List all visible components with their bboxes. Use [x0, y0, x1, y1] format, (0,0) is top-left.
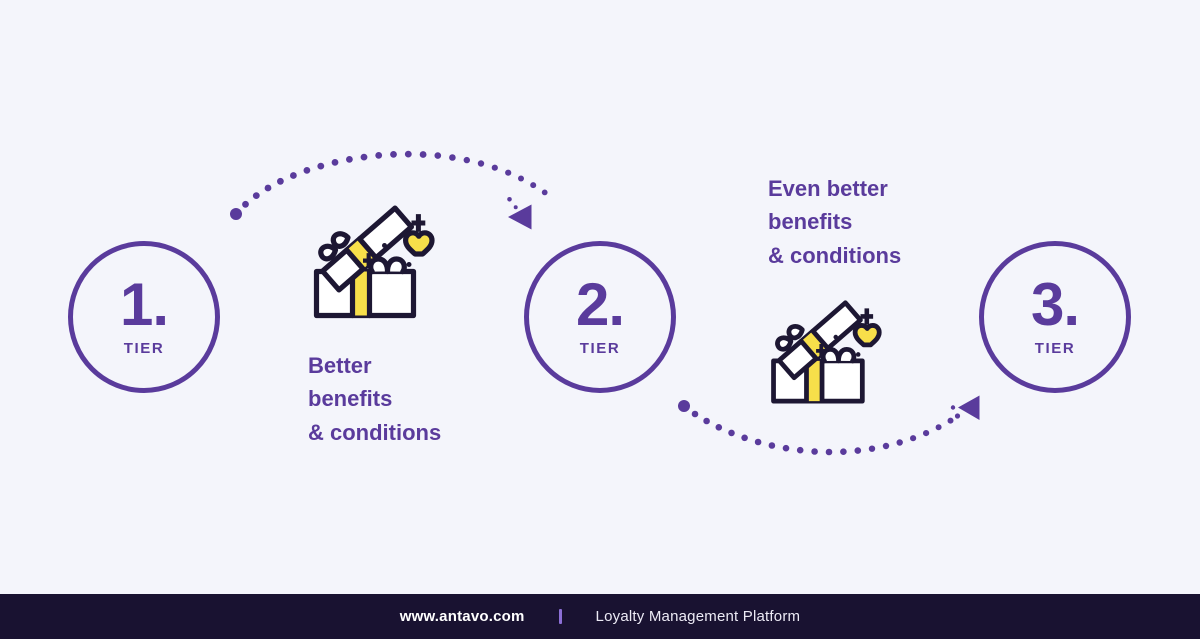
footer-website-url[interactable]: www.antavo.com: [399, 608, 525, 625]
tier-1-label: TIER: [123, 339, 165, 357]
tier-2-number: 2.: [575, 271, 625, 339]
tier-2-badge: 2. TIER: [524, 241, 676, 393]
tier-3-number: 3.: [1030, 271, 1080, 339]
footer-separator: [558, 609, 562, 624]
tier-3-label: TIER: [1034, 339, 1076, 357]
sparkle-icons: [363, 214, 426, 269]
benefit-caption-tier2: Better benefits & conditions: [308, 353, 442, 445]
gift-box-icon: [305, 203, 435, 325]
sparkle-icons: [816, 308, 874, 358]
tier-2-label: TIER: [579, 339, 621, 357]
gift-box-icon: [763, 298, 882, 410]
tier-1-number: 1.: [119, 271, 169, 339]
footer-tagline: Loyalty Management Platform: [595, 608, 801, 625]
footer-bar: www.antavo.com Loyalty Management Platfo…: [0, 594, 1200, 639]
tier-3-badge: 3. TIER: [979, 241, 1131, 393]
benefit-caption-tier3: Even better benefits & conditions: [768, 176, 902, 268]
tier-1-badge: 1. TIER: [68, 241, 220, 393]
